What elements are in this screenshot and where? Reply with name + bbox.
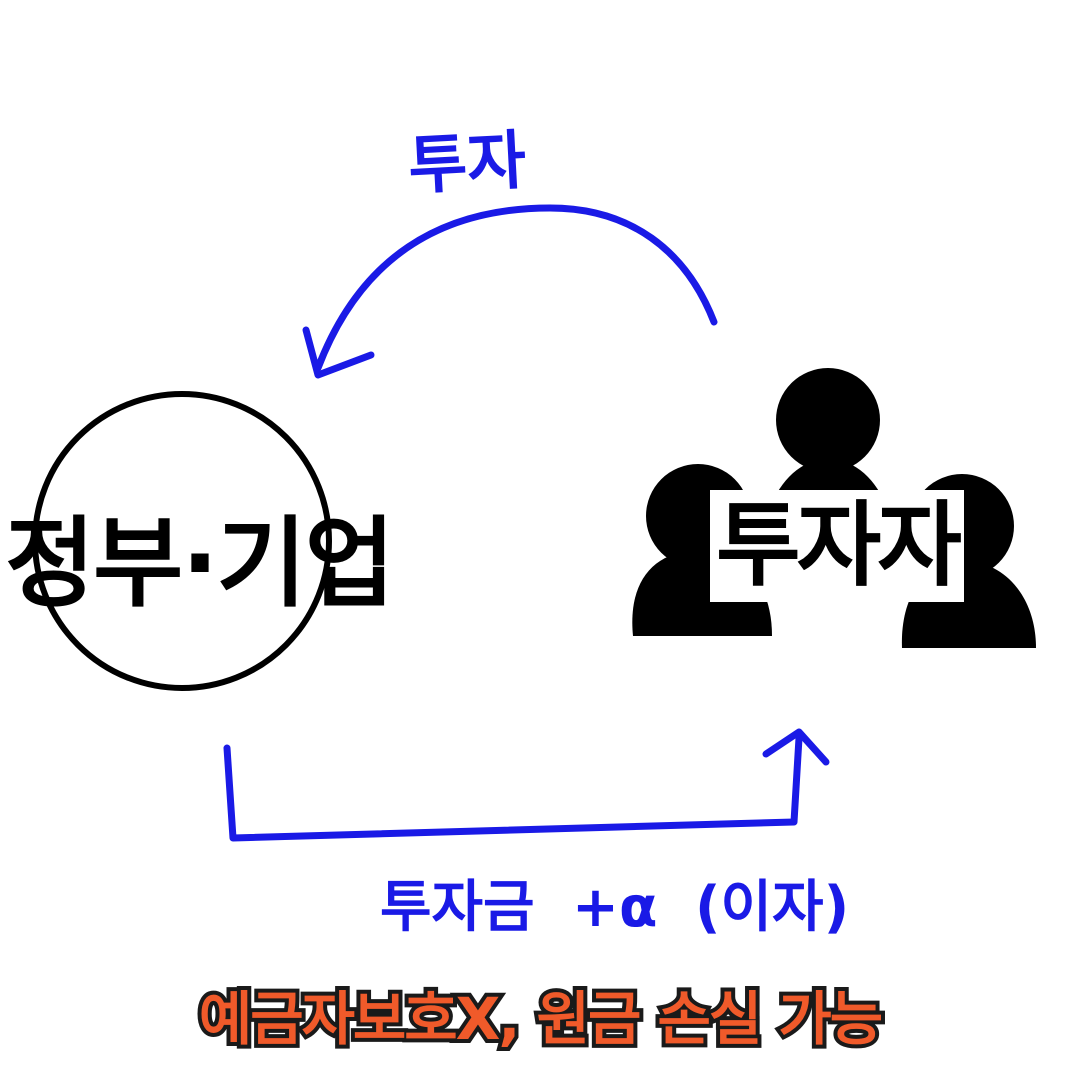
- top-arrow-label: 투자: [406, 123, 528, 205]
- bracket-arrow-up-icon: [223, 728, 830, 842]
- government-company-label: 정부·기업: [5, 507, 395, 621]
- warning-caption: 예금자보호X, 원금 손실 가능: [195, 981, 887, 1057]
- bottom-arrow-label: 투자금 +α (이자): [380, 875, 850, 940]
- investor-label: 투자자: [710, 490, 964, 602]
- curved-arrow-left-icon: [302, 204, 718, 379]
- entity-circle: [32, 391, 332, 691]
